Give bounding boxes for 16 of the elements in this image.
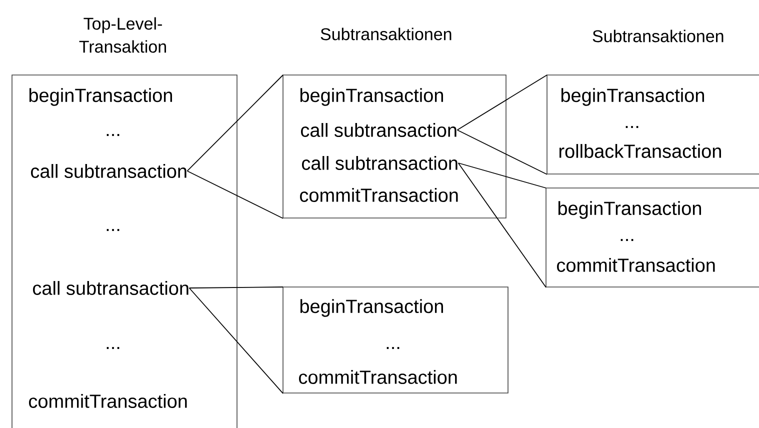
call-statement: call subtransaction [301, 123, 456, 137]
transaction-box: beginTransaction ... rollbackTransaction [546, 74, 759, 174]
column-heading: Subtransaktionen [320, 28, 452, 40]
connector-line [456, 74, 548, 175]
node-label: beginTransaction [300, 88, 443, 106]
call-statement: call subtransaction [33, 281, 188, 295]
column-heading: Subtransaktionen [592, 30, 724, 42]
transaction-box: beginTransaction ... commitTransaction [546, 188, 759, 288]
connector-line [186, 74, 284, 219]
call-statement: call subtransaction [31, 164, 186, 178]
column-heading: Top-Level-Transaktion [79, 17, 166, 53]
transaction-box: beginTransaction ... commitTransaction [282, 286, 508, 394]
connector-line [458, 162, 546, 288]
connector-line [188, 286, 284, 394]
call-statement: call subtransaction [302, 156, 458, 170]
node-label: commitTransaction [300, 188, 458, 202]
